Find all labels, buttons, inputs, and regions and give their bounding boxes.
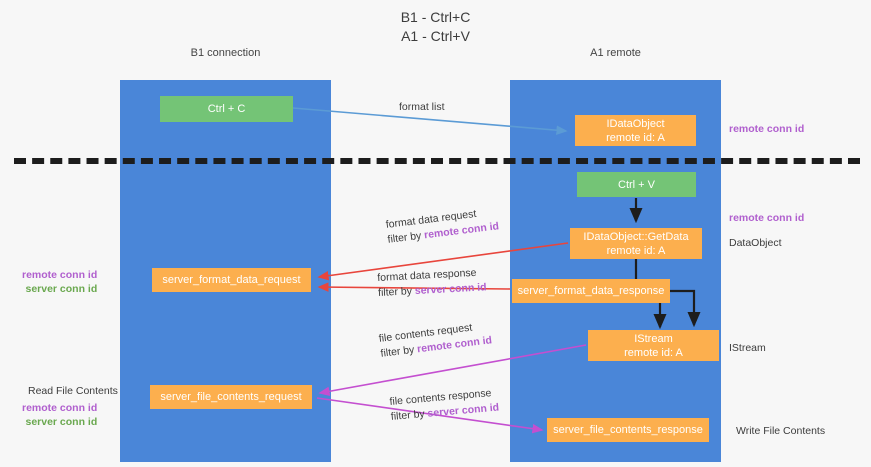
filter-key: server conn id [414,281,487,298]
node-idataobject[interactable]: IDataObject remote id: A [575,115,696,146]
annotation-conn-id-group-lower: remote conn id server conn id [22,401,97,429]
page-title: B1 - Ctrl+C A1 - Ctrl+V [400,9,471,44]
edge-label-file-contents-request: file contents request filter by remote c… [378,318,493,361]
annotation-server-conn-id-left-1: server conn id [25,283,98,295]
annotation-istream: IStream [729,342,766,354]
annotation-remote-conn-id-top: remote conn id [729,123,805,135]
node-idataobject-getdata[interactable]: IDataObject::GetData remote id: A [570,228,702,259]
node-istream[interactable]: IStream remote id: A [588,330,719,361]
filter-prefix: filter by [377,285,416,299]
edge-label-file-contents-response: file contents response filter by server … [389,386,500,425]
node-ctrl-v[interactable]: Ctrl + V [577,172,696,197]
annotation-remote-conn-id-left-2: remote conn id [22,402,98,414]
node-server-file-contents-request[interactable]: server_file_contents_request [150,385,312,409]
annotation-read-file-contents: Read File Contents [28,385,118,397]
node-ctrl-c[interactable]: Ctrl + C [160,96,293,122]
node-server-format-data-request[interactable]: server_format_data_request [152,268,311,292]
annotation-write-file-contents: Write File Contents [736,425,826,437]
phase-separator [14,158,860,164]
filter-prefix: filter by [390,407,429,423]
annotation-dataobject: DataObject [729,237,782,249]
node-server-file-contents-response[interactable]: server_file_contents_response [547,418,709,442]
annotation-conn-id-group-upper: remote conn id server conn id [22,268,97,296]
filter-prefix: filter by [386,229,425,246]
annotation-server-conn-id-left-2: server conn id [25,416,98,428]
node-server-format-data-response[interactable]: server_format_data_response [512,279,670,303]
lane-header-a1: A1 remote [590,47,641,59]
filter-prefix: filter by [379,343,418,360]
edge-label-format-data-response: format data response filter by server co… [377,265,487,301]
annotation-remote-conn-id-left-1: remote conn id [22,269,98,281]
lane-header-b1: B1 connection [190,47,261,59]
edge-label-format-list: format list [399,101,445,113]
annotation-remote-conn-id-mid: remote conn id [729,212,805,224]
edge-label-format-data-request: format data request filter by remote con… [385,204,500,247]
